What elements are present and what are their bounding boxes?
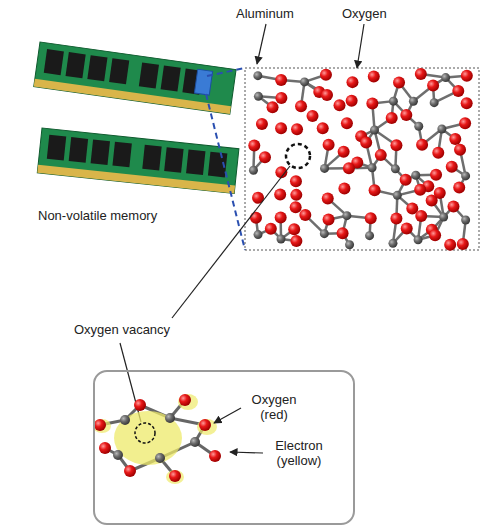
leader-line: [172, 166, 290, 318]
pointer-arrow: [357, 24, 364, 68]
component-label: Non-volatile memory: [38, 208, 157, 223]
inset-box: Oxygen (red) Electron (yellow): [93, 370, 355, 525]
atomic-structure: [248, 68, 473, 251]
inset-label: Electron (yellow): [267, 438, 331, 468]
pointer-arrow: [214, 408, 241, 423]
zoom-line: [207, 68, 245, 76]
atom-label: Oxygen: [342, 6, 387, 21]
supercell-frame: [245, 68, 479, 250]
pointer-arrow: [230, 452, 263, 453]
vacancy-marker: [286, 144, 310, 168]
callout-label: Oxygen vacancy: [74, 322, 170, 337]
memory-module: [34, 42, 236, 114]
inset-label: Oxygen (red): [243, 392, 305, 422]
zoom-line: [206, 94, 245, 250]
atom-label: Aluminum: [236, 6, 294, 21]
vacancy-cluster: [93, 394, 221, 484]
memory-module: [37, 128, 239, 193]
pointer-arrow: [257, 24, 266, 64]
